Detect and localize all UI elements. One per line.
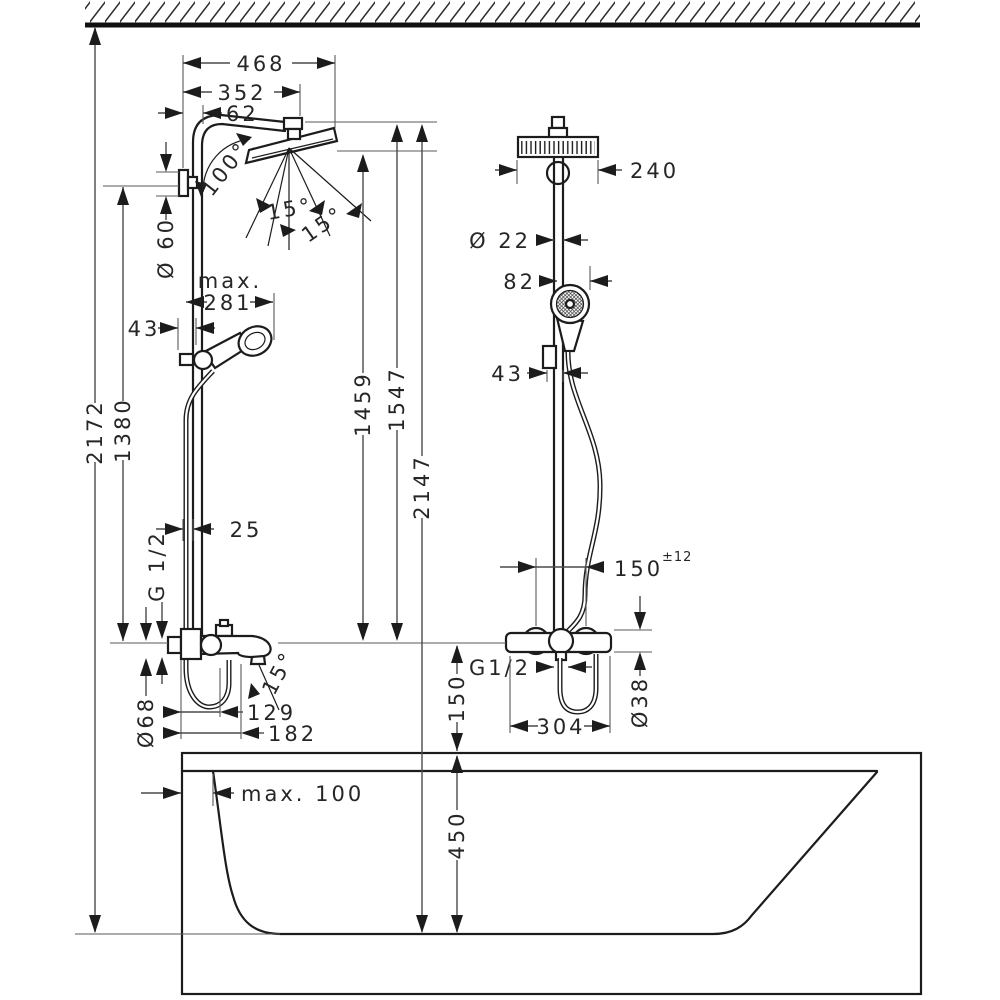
shower-side-view — [166, 113, 372, 711]
dim-head-angle-label: 100° — [197, 137, 254, 201]
dim-valve-body-dia: Ø38 — [614, 596, 652, 728]
dim-valve-width-label: 304 — [536, 715, 585, 739]
dim-top-offset-label: 62 — [226, 102, 259, 126]
overhead-shower-side — [244, 116, 339, 165]
dim-reach-max: max. 281 — [186, 269, 275, 340]
dim-top-offset: 62 — [158, 102, 259, 126]
hand-shower-front — [549, 283, 591, 353]
dim-spout-reach: 182 — [163, 664, 317, 746]
dim-hose-thread: G1/2 — [469, 656, 592, 680]
dim-tub-depth: 450 — [445, 755, 469, 933]
dim-supply-thread-side: G 1/2 — [145, 530, 169, 684]
dim-reach-max-label: 281 — [203, 291, 252, 315]
dim-holder-offset-side-label: 43 — [128, 317, 161, 341]
dim-wall-clearance: 25 — [156, 518, 263, 542]
shower-front-view — [504, 115, 613, 715]
dim-total-width: 468 — [183, 52, 335, 76]
dim-arm-reach: 352 — [183, 81, 300, 105]
dim-total-height-label: 2172 — [83, 399, 107, 464]
dimensions-front-view: 240 Ø 22 82 43 150 ±12 — [445, 159, 692, 751]
dimensions-bathtub: 450 max. 100 — [141, 755, 469, 933]
dim-tub-depth-label: 450 — [445, 810, 469, 859]
dim-hose-thread-label: G1/2 — [469, 656, 531, 680]
hand-shower-holder-side — [178, 349, 214, 371]
dim-bar-height: 1380 — [111, 187, 135, 641]
wall-bracket-side — [177, 168, 199, 198]
dim-arm-reach-label: 352 — [217, 81, 266, 105]
dim-spout-reach-label: 182 — [268, 722, 317, 746]
dim-valve-above-rim: 150 — [445, 645, 469, 751]
dim-tub-ledge: max. 100 — [141, 774, 364, 806]
dim-reach-max-word: max. — [198, 269, 262, 293]
dim-holder-width-front-label: 43 — [491, 362, 524, 386]
dim-head-top-height: 1547 — [385, 124, 409, 641]
spray-face — [521, 141, 595, 154]
bathtub-section — [180, 751, 923, 996]
dim-supply-tolerance-label: ±12 — [662, 550, 692, 565]
dim-supply-thread-side-label: G 1/2 — [145, 530, 169, 602]
dim-wall-clearance-label: 25 — [230, 518, 263, 542]
thermostat-valve-front — [504, 626, 613, 662]
dim-tub-ledge-label: max. 100 — [241, 782, 364, 806]
dim-holder-width-front: 43 — [491, 362, 588, 386]
ceiling-hatch — [85, 0, 920, 28]
riser-pipe-front — [552, 155, 565, 635]
mixer-valve-side — [166, 618, 280, 711]
dim-head-width-label: 240 — [630, 159, 679, 183]
dim-spray-face-height-label: 1459 — [351, 371, 375, 436]
dim-head-angle: 100° — [195, 133, 254, 201]
hatch-band — [85, 0, 920, 23]
dim-holder-offset-side: 43 — [128, 317, 215, 350]
shower-hose-front — [565, 351, 603, 633]
dim-total-width-label: 468 — [236, 52, 285, 76]
dim-head-clearance: 2147 — [410, 124, 434, 933]
ball-joint — [545, 160, 571, 186]
dim-valve-above-rim-label: 150 — [445, 673, 469, 722]
spout-angle-arrow — [248, 683, 260, 699]
dim-supply-distance: 150 ±12 — [500, 550, 692, 626]
spout-stream-line — [258, 664, 280, 711]
dim-pipe-dia: Ø 22 — [469, 229, 588, 253]
hand-shower-holder-front — [541, 344, 558, 370]
dim-handshower-dia-label: 82 — [503, 270, 536, 294]
tub-interior — [211, 769, 879, 936]
hand-shower-side — [202, 325, 273, 370]
dim-bar-height-label: 1380 — [111, 397, 135, 462]
shower-hose-side — [183, 369, 232, 710]
dim-total-height: 2172 — [83, 27, 107, 933]
dim-valve-body-dia-label: Ø38 — [628, 676, 652, 728]
dim-head-top-height-label: 1547 — [385, 366, 409, 431]
dim-supply-distance-label: 150 — [614, 557, 663, 581]
dim-valve-escutcheon: Ø68 — [134, 607, 158, 748]
dim-spray-angles: 15° 15° — [256, 193, 362, 247]
dim-valve-escutcheon-label: Ø68 — [134, 696, 158, 748]
dim-head-clearance-label: 2147 — [410, 454, 434, 519]
dim-head-width: 240 — [495, 159, 679, 184]
overhead-shower-front — [516, 115, 600, 159]
dim-bracket-escutcheon-label: Ø 60 — [154, 217, 178, 279]
dim-spout-inner-reach: 129 — [163, 660, 296, 739]
dim-handshower-dia: 82 — [503, 266, 612, 294]
dim-bracket-escutcheon: Ø 60 — [154, 142, 179, 279]
dim-pipe-dia-label: Ø 22 — [469, 229, 531, 253]
dim-valve-width: 304 — [509, 656, 611, 739]
hose-loop-front — [557, 654, 599, 715]
dim-spout-inner-reach-label: 129 — [247, 701, 296, 725]
dim-spray-face-height: 1459 — [351, 154, 375, 641]
